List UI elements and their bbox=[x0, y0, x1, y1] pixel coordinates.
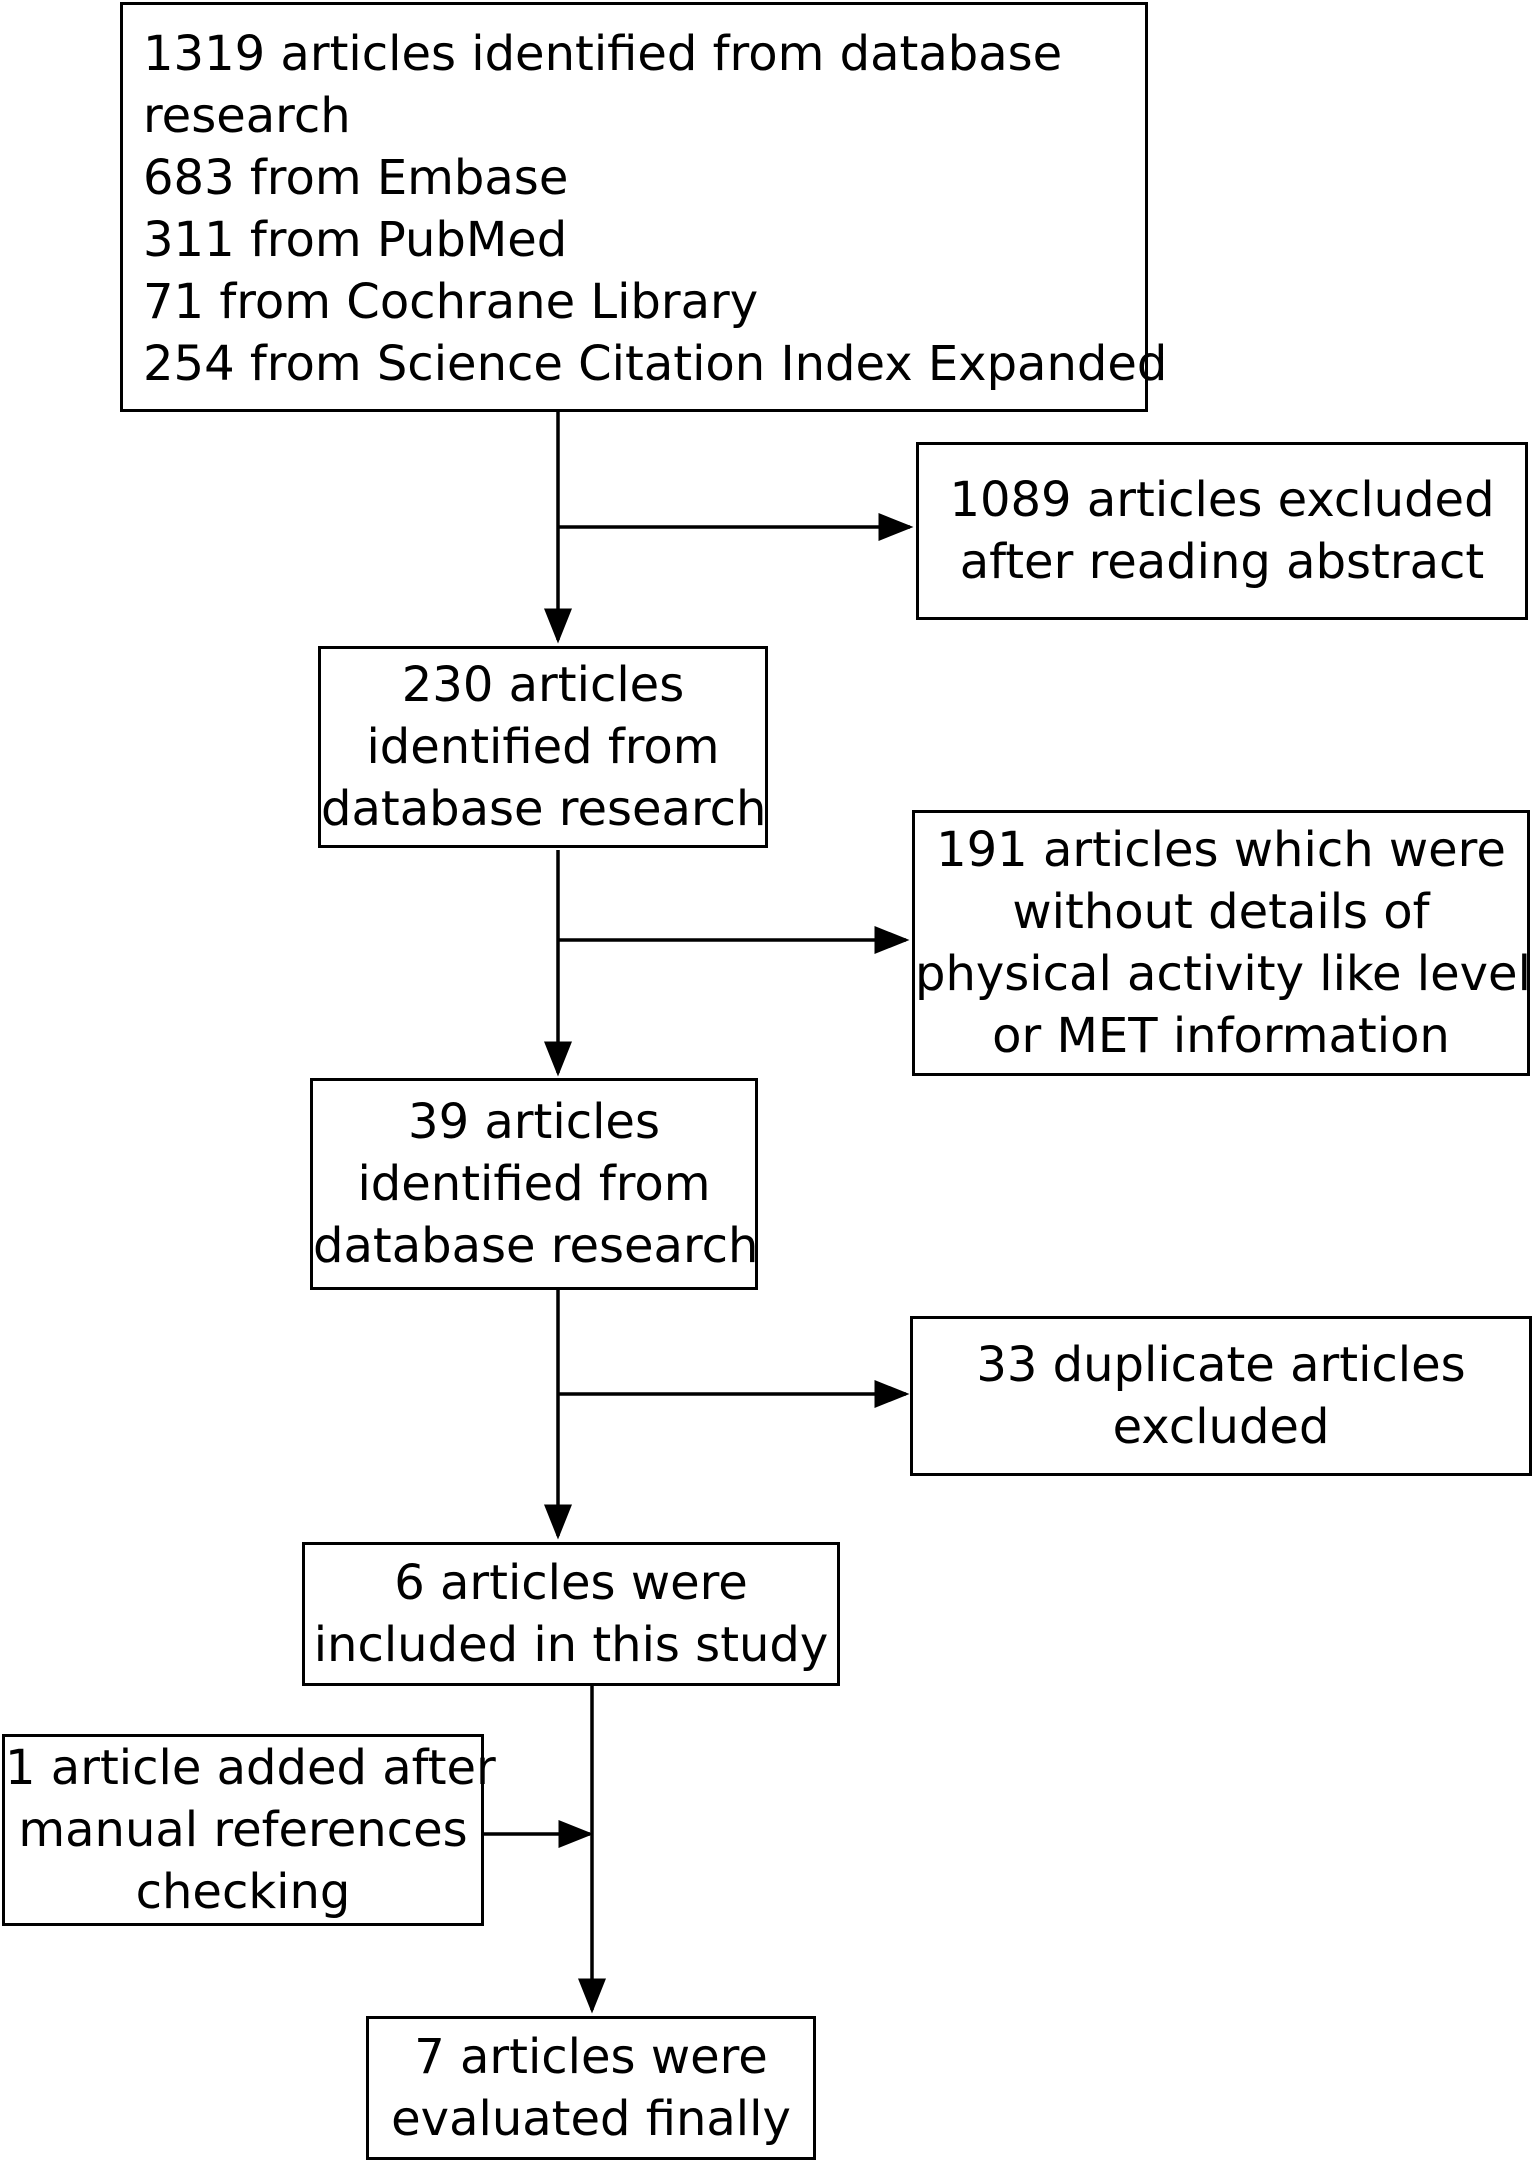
box-1-added: 1 article added after manual references … bbox=[2, 1734, 496, 1926]
box-line: 33 duplicate articles bbox=[976, 1337, 1466, 1393]
box-line: database research bbox=[313, 1218, 759, 1274]
box-line: database research bbox=[321, 781, 767, 837]
box-line: excluded bbox=[1112, 1399, 1330, 1455]
box-230-articles: 230 articles identified from database re… bbox=[318, 646, 768, 848]
box-line: after reading abstract bbox=[959, 534, 1485, 590]
box-line: identified from bbox=[366, 719, 720, 775]
box-line: without details of bbox=[1012, 884, 1430, 940]
box-line: 191 articles which were bbox=[936, 822, 1506, 878]
box-line: checking bbox=[135, 1864, 351, 1920]
box-line: 1089 articles excluded bbox=[949, 472, 1495, 528]
box-database-search: 1319 articles identified from database r… bbox=[120, 2, 1168, 412]
box-6-included: 6 articles were included in this study bbox=[302, 1542, 840, 1686]
box-line: 230 articles bbox=[401, 657, 685, 713]
box-line: research bbox=[143, 88, 351, 144]
box-39-articles: 39 articles identified from database res… bbox=[310, 1078, 758, 1290]
box-line: physical activity like level bbox=[915, 946, 1531, 1002]
box-line: 1319 articles identified from database bbox=[143, 26, 1063, 82]
box-line: 254 from Science Citation Index Expanded bbox=[143, 336, 1168, 392]
box-line: evaluated finally bbox=[391, 2091, 791, 2147]
box-line: 39 articles bbox=[408, 1094, 660, 1150]
box-7-final: 7 articles were evaluated finally bbox=[366, 2016, 816, 2160]
box-excluded-physical-activity: 191 articles which were without details … bbox=[912, 810, 1531, 1076]
box-line: 311 from PubMed bbox=[143, 212, 568, 268]
box-line: 71 from Cochrane Library bbox=[143, 274, 759, 330]
box-line: identified from bbox=[357, 1156, 711, 1212]
box-line: 6 articles were bbox=[394, 1555, 748, 1611]
box-line: 683 from Embase bbox=[143, 150, 569, 206]
box-line: 7 articles were bbox=[414, 2029, 768, 2085]
box-line: manual references bbox=[18, 1802, 468, 1858]
box-line: or MET information bbox=[992, 1008, 1450, 1064]
box-excluded-duplicates: 33 duplicate articles excluded bbox=[910, 1316, 1532, 1476]
box-excluded-abstract: 1089 articles excluded after reading abs… bbox=[916, 442, 1528, 620]
box-line: included in this study bbox=[313, 1617, 829, 1673]
box-line: 1 article added after bbox=[5, 1740, 496, 1796]
